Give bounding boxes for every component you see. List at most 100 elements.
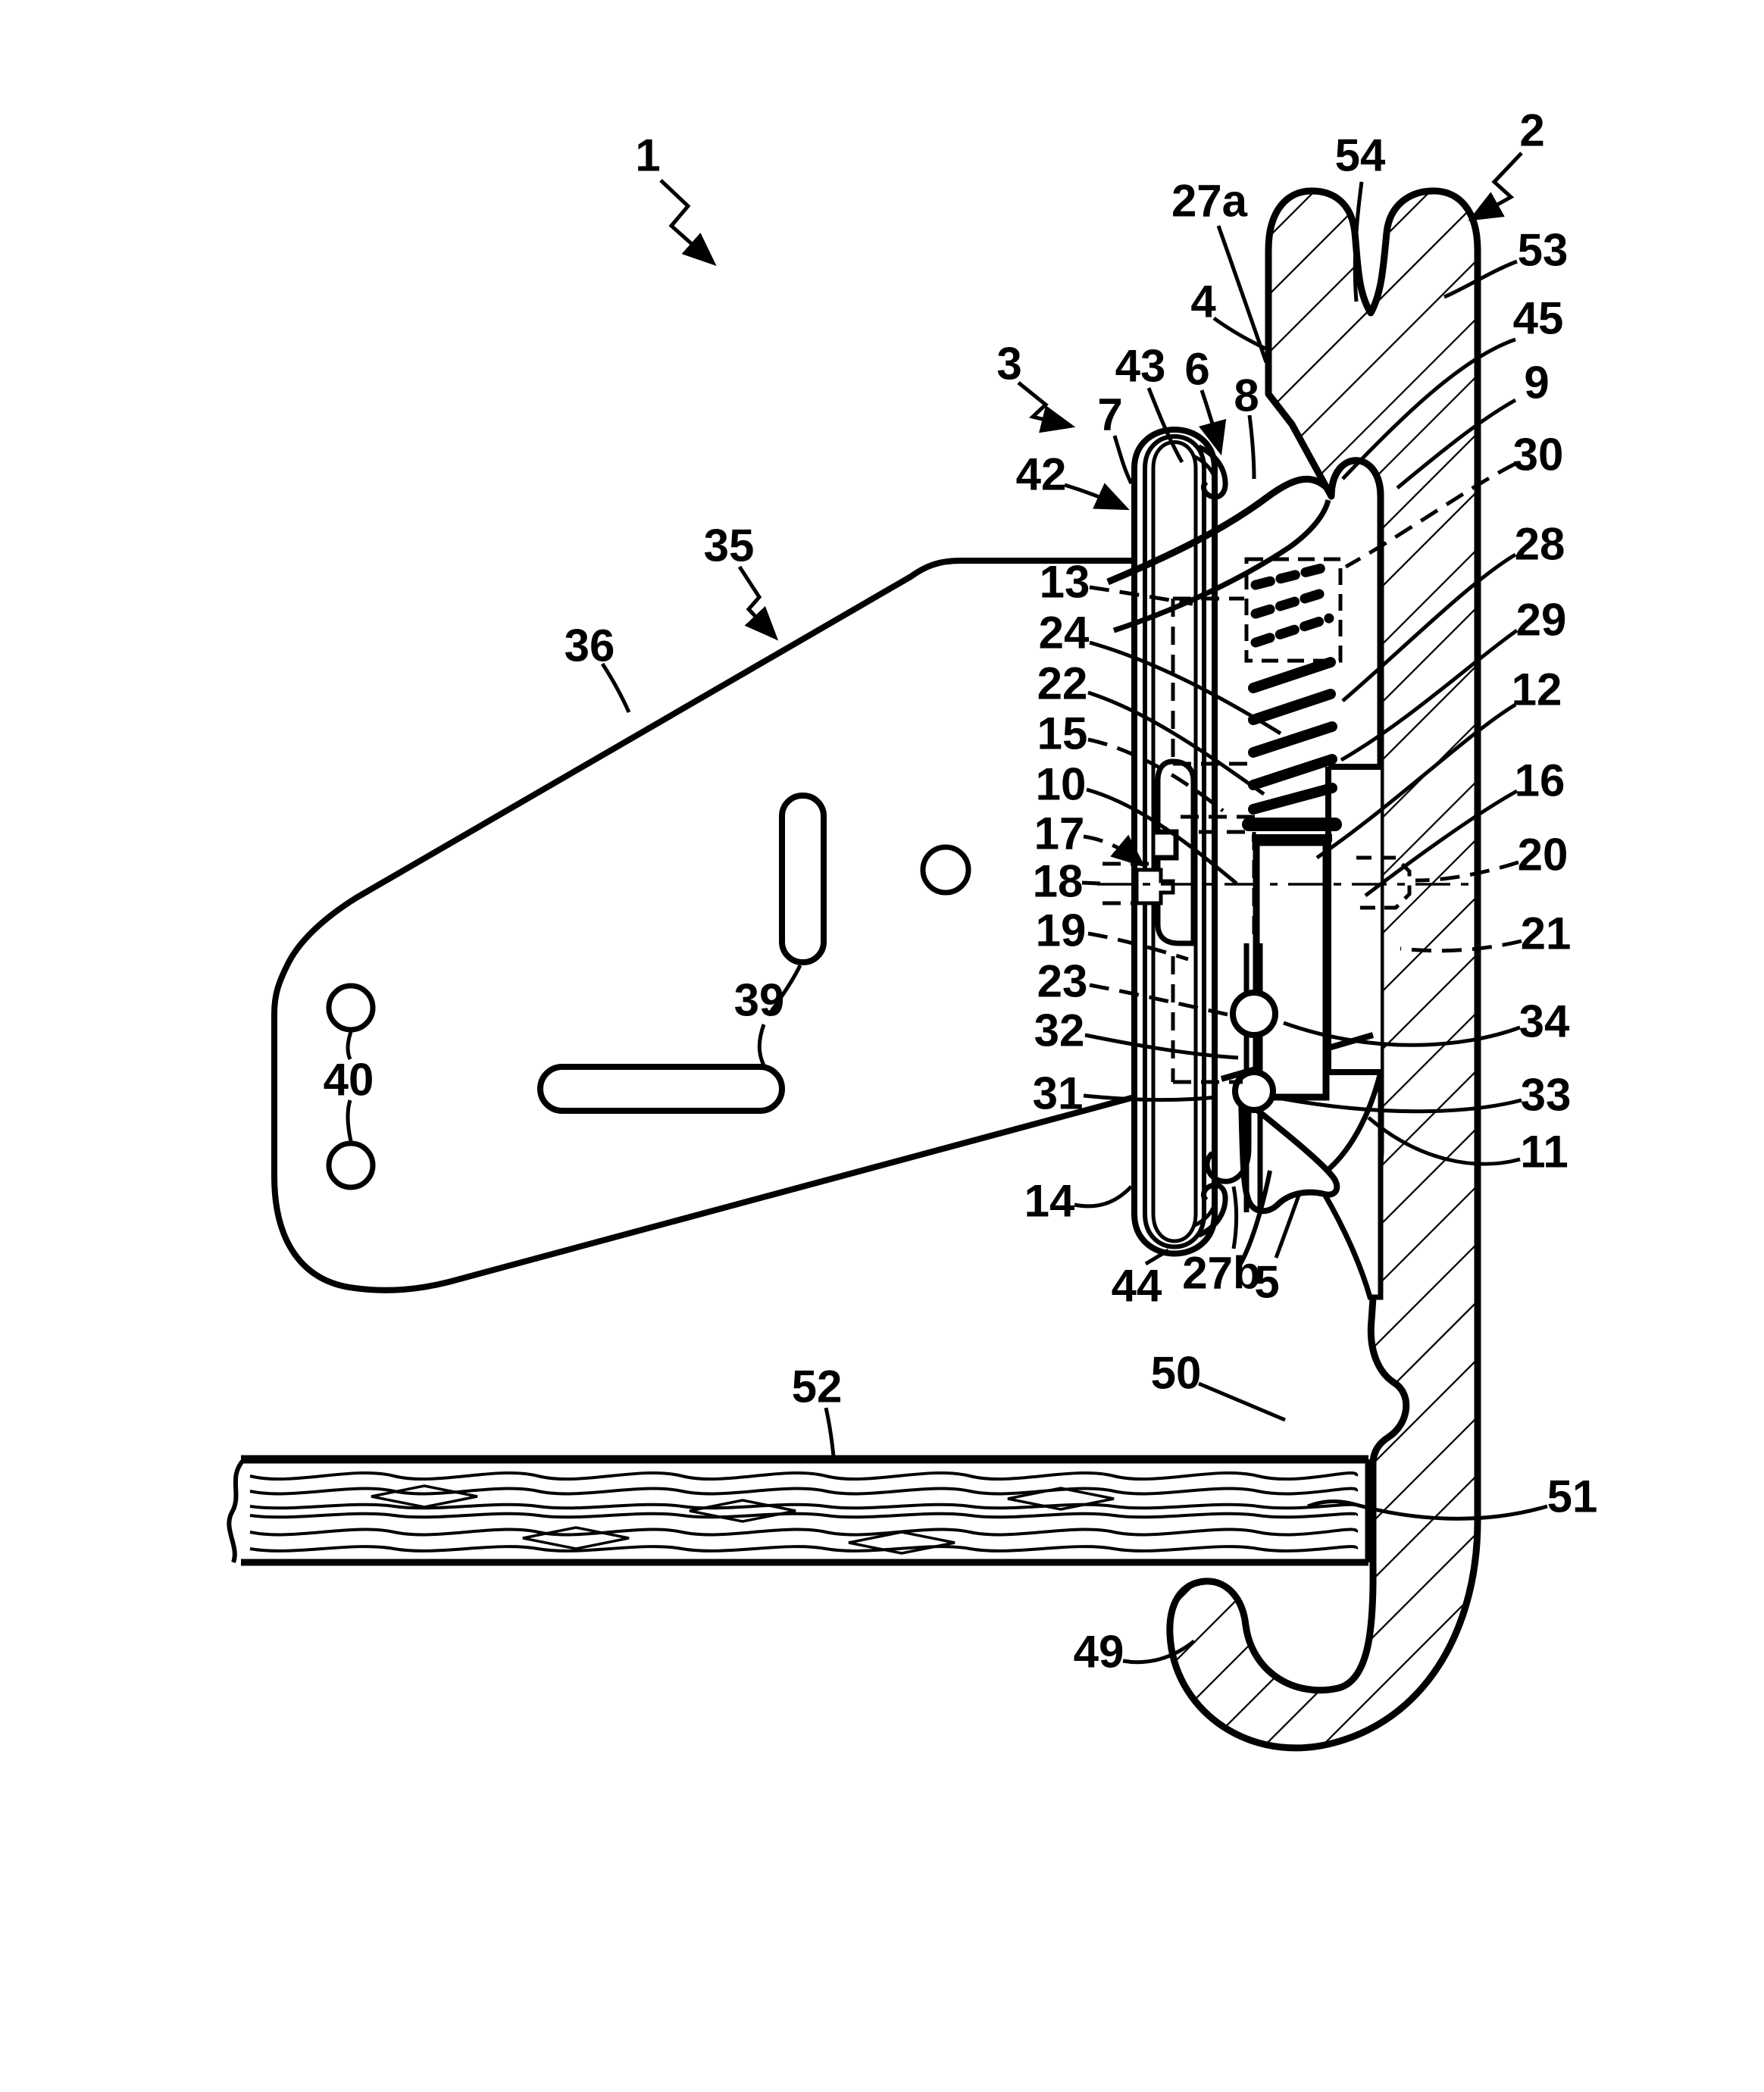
spring-upper-dashed-coil: [1250, 561, 1334, 648]
ref-label-23: 23: [1037, 956, 1088, 1007]
ref-label-44: 44: [1112, 1261, 1162, 1312]
panel-grain-line: [249, 1471, 1358, 1481]
ref-label-39: 39: [734, 975, 785, 1026]
panel: [227, 1455, 1372, 1566]
leader-line-8: [1247, 414, 1256, 480]
channel-bottom-hook: [1197, 1182, 1228, 1238]
pawl-and-hidden-edges: [1097, 596, 1476, 1084]
spring-upper-dashed-box: [1244, 557, 1343, 663]
leader-line-24: [1089, 640, 1282, 736]
leader-lines: [346, 152, 1548, 1665]
ref-label-22: 22: [1037, 658, 1088, 709]
ref-label-49: 49: [1074, 1627, 1124, 1678]
spring-assembly: [1242, 557, 1343, 842]
fitting-hump: [1328, 457, 1384, 497]
ref-label-17: 17: [1034, 808, 1085, 859]
ref-label-20: 20: [1518, 830, 1569, 880]
leader-line-16: [1364, 789, 1518, 897]
channel-inner-wall: [1151, 440, 1198, 1243]
leader-line-17: [1083, 834, 1146, 868]
ref-label-7: 7: [1097, 389, 1122, 440]
ref-label-40: 40: [324, 1055, 374, 1105]
ref-label-33: 33: [1521, 1070, 1572, 1121]
leader-line-27b: [1231, 1186, 1239, 1249]
channel-top-hook: [1197, 444, 1228, 500]
panel-left-broken-edge: [227, 1457, 246, 1564]
leader-line-12: [1315, 702, 1517, 860]
panel-grain-line: [249, 1528, 1358, 1537]
fitting-wedge-5: [1237, 1090, 1340, 1215]
ref-label-27a: 27a: [1171, 176, 1248, 227]
ref-label-1: 1: [635, 130, 660, 181]
panel-grain-line: [249, 1512, 1359, 1519]
channel-outer-wall: [1131, 427, 1218, 1257]
leader-line-21: [1400, 939, 1522, 953]
leader-line-33: [1281, 1096, 1522, 1114]
rail-outline: [1166, 187, 1481, 1752]
leader-line-43: [1146, 387, 1184, 464]
channel-top-hook-inner: [1192, 454, 1218, 483]
ref-label-30: 30: [1513, 430, 1564, 480]
ref-label-13: 13: [1040, 557, 1090, 608]
leader-line-53: [1443, 259, 1518, 299]
ref-label-36: 36: [565, 621, 615, 671]
ref-label-21: 21: [1521, 908, 1572, 959]
leader-line-29: [1340, 628, 1518, 762]
bolt-body: [1253, 839, 1330, 1101]
ref-label-11: 11: [1520, 1127, 1568, 1177]
panel-grain-lens: [689, 1499, 796, 1523]
leader-line-22: [1087, 690, 1265, 796]
ref-label-54: 54: [1335, 130, 1386, 181]
leader-line-36: [600, 662, 631, 714]
panel-grain-lens: [848, 1531, 956, 1555]
leader-line-4: [1212, 316, 1267, 351]
spring-solid-coil: [1248, 657, 1337, 815]
leader-line-23: [1089, 983, 1232, 1018]
leader-line-20: [1415, 860, 1519, 883]
ref-label-5: 5: [1254, 1257, 1279, 1308]
fitting: [1106, 457, 1384, 1265]
leader-line-40: [346, 1031, 353, 1142]
ref-label-53: 53: [1518, 225, 1569, 276]
leader-line-39: [757, 964, 802, 1070]
leader-line-15: [1087, 737, 1224, 812]
fitting-arm-top-edge: [1106, 475, 1334, 586]
ref-label-4: 4: [1190, 277, 1216, 327]
ref-label-35: 35: [704, 521, 755, 571]
ref-label-27b: 27b: [1182, 1248, 1260, 1299]
hidden-dashed-box-upper: [1102, 596, 1256, 1084]
ref-label-8: 8: [1234, 371, 1259, 421]
ref-label-34: 34: [1519, 996, 1570, 1047]
leader-line-54: [1353, 181, 1364, 302]
ref-label-28: 28: [1515, 519, 1565, 570]
bracket-plate: [271, 558, 1375, 1293]
leader-line-51: [1307, 1499, 1548, 1521]
leader-line-2: [1468, 152, 1523, 221]
leader-line-13: [1089, 585, 1193, 606]
leader-line-28: [1341, 552, 1517, 702]
leader-line-30: [1344, 461, 1517, 569]
leader-line-27a: [1216, 225, 1268, 363]
ref-label-19: 19: [1036, 905, 1087, 956]
u-channel: [1131, 427, 1228, 1257]
leader-line-9: [1396, 398, 1517, 489]
panel-grain-lens: [1007, 1487, 1115, 1511]
leader-line-34: [1283, 1021, 1521, 1047]
bolt-tip-dashed: [1356, 855, 1412, 910]
ref-label-12: 12: [1512, 664, 1562, 715]
ref-label-14: 14: [1024, 1176, 1075, 1227]
leader-line-7: [1112, 435, 1134, 485]
leader-line-32: [1084, 1033, 1239, 1060]
leader-line-1: [659, 179, 717, 266]
leader-line-11: [1367, 1116, 1521, 1166]
ref-label-31: 31: [1033, 1068, 1084, 1119]
panel-grain-line: [249, 1503, 1359, 1510]
plate-hole-lower-left: [326, 1140, 376, 1190]
ref-label-51: 51: [1547, 1471, 1598, 1522]
leader-line-19: [1087, 931, 1189, 962]
ref-label-3: 3: [996, 339, 1021, 389]
leader-line-50: [1198, 1381, 1286, 1422]
ref-label-24: 24: [1039, 608, 1090, 658]
